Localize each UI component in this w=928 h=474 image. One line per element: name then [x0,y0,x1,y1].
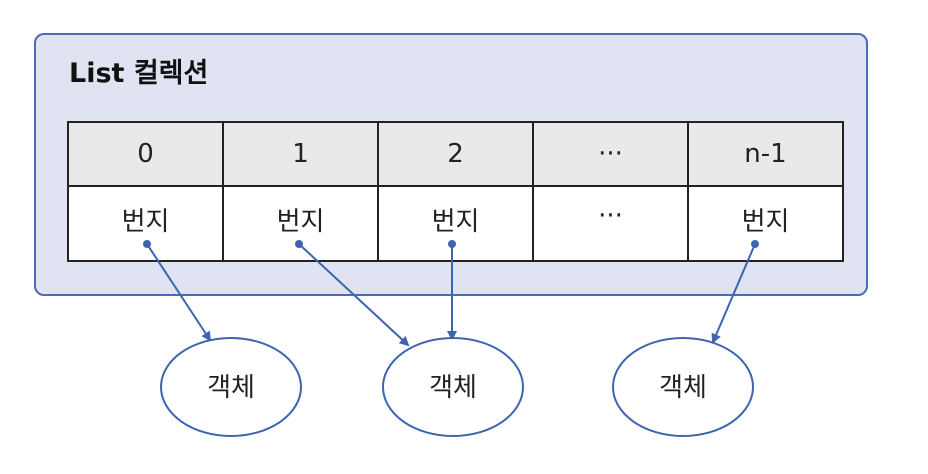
address-row: 번지 번지 번지 ··· 번지 [67,185,844,262]
object-node [382,337,524,437]
index-cell: 1 [222,121,379,187]
address-cell: 번지 [377,185,534,262]
index-cell: 0 [67,121,224,187]
address-cell: 번지 [222,185,379,262]
object-label: 객체 [207,373,255,403]
address-cell: 번지 [687,185,844,262]
index-row: 0 1 2 ··· n-1 [67,121,844,187]
index-cell: 2 [377,121,534,187]
address-cell: 번지 [67,185,224,262]
list-table: 0 1 2 ··· n-1 번지 번지 번지 ··· 번지 [67,121,844,262]
index-cell: n-1 [687,121,844,187]
address-cell: ··· [532,185,689,262]
object-node [160,337,302,437]
reference-arrow [711,243,756,344]
reference-arrow [146,243,212,342]
index-cell: ··· [532,121,689,187]
diagram-title: List 컬렉션 [69,58,209,89]
object-label: 객체 [659,373,707,403]
object-node [612,337,754,437]
object-label: 객체 [429,373,477,403]
reference-arrow [298,243,410,347]
